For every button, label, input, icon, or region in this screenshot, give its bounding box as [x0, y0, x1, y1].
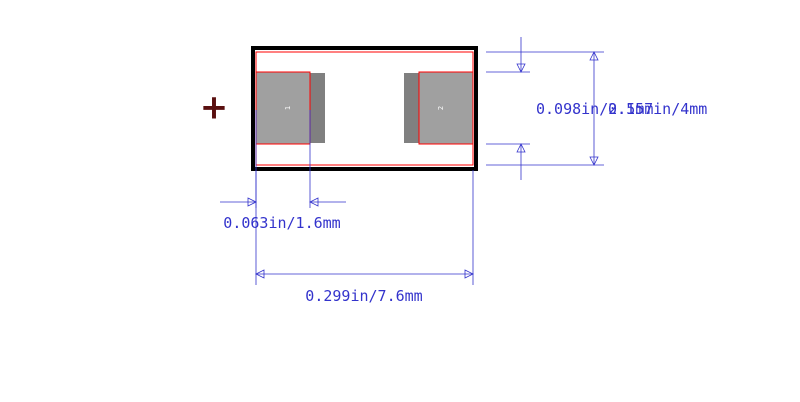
pad-2 — [418, 71, 474, 145]
pad-width-label: 0.063in/1.6mm — [223, 214, 340, 232]
body-height-label: 0.157in/4mm — [608, 100, 707, 118]
polarity-mark: + — [200, 88, 229, 128]
pad-height-label: 0.098in/2.5mm — [536, 100, 653, 118]
pad-height-dimension — [486, 37, 530, 180]
overall-length-label: 0.299in/7.6mm — [305, 287, 422, 305]
pad-1 — [255, 71, 311, 145]
courtyard-outline — [255, 51, 474, 166]
pad-1-number: 1 — [284, 106, 292, 110]
pad-2-terminal — [404, 73, 421, 143]
pad-1-terminal — [308, 73, 325, 143]
overall-length-dimension — [255, 170, 474, 285]
body-outline — [251, 46, 478, 171]
pad-2-number: 2 — [437, 106, 445, 110]
body-height-dimension — [486, 51, 604, 166]
